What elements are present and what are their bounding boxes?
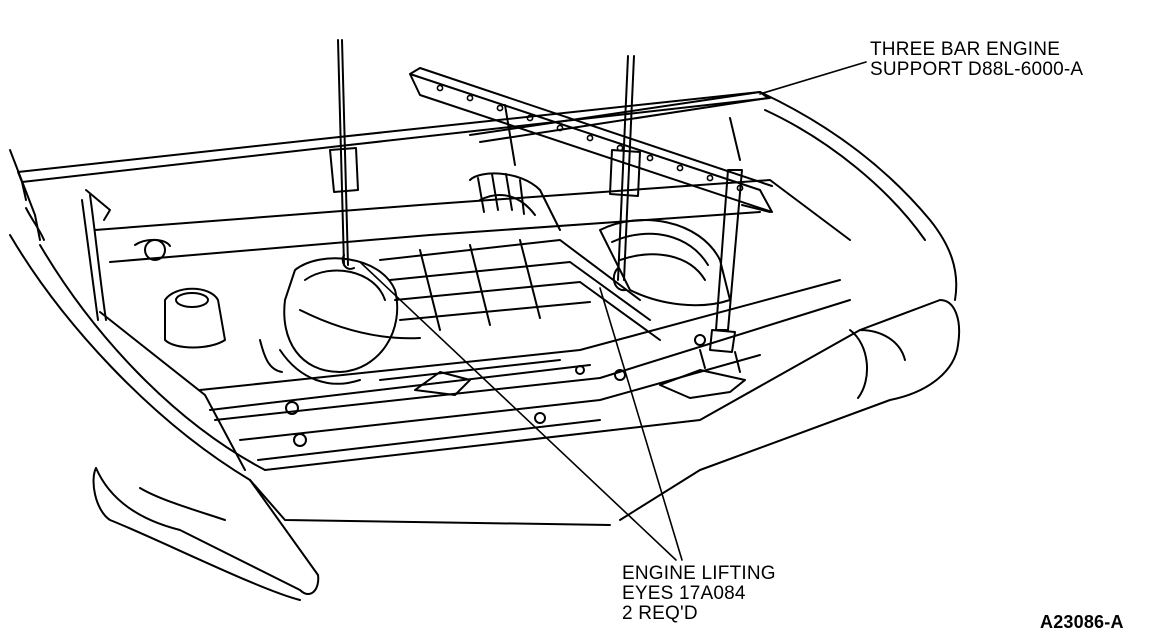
lifting-eyes-callout-line1: ENGINE LIFTING <box>622 563 776 584</box>
lifting-eyes-callout-line2: EYES 17A084 <box>622 583 746 604</box>
three-bar-engine-support <box>329 39 773 353</box>
leader-eye-right <box>599 287 683 561</box>
engine-assembly <box>134 172 746 399</box>
engine-support-callout: THREE BAR ENGINE SUPPORT D88L-6000-A <box>870 40 1083 80</box>
engine-support-callout-line2: SUPPORT D88L-6000-A <box>870 59 1084 80</box>
vehicle-body-outline <box>9 91 960 601</box>
engine-support-callout-line1: THREE BAR ENGINE <box>870 39 1061 60</box>
leader-lines <box>359 61 867 561</box>
leader-eye-left <box>359 261 677 561</box>
engine-bay-frame <box>94 179 851 471</box>
figure-id: A23086-A <box>1040 612 1124 632</box>
lifting-eyes-callout: ENGINE LIFTING EYES 17A084 2 REQ'D <box>622 564 776 624</box>
lifting-eyes-callout-line3: 2 REQ'D <box>622 603 698 624</box>
leader-support <box>759 61 867 95</box>
support-bar-holes <box>436 84 744 192</box>
